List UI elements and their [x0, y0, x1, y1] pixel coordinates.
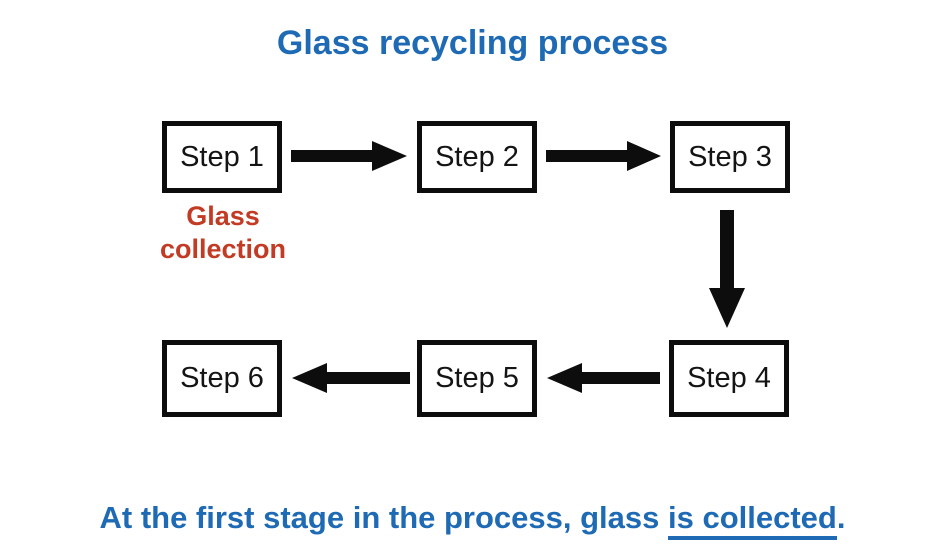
arrow-step5-to-step6-icon — [292, 363, 410, 393]
arrow-step2-to-step3-icon — [546, 141, 661, 171]
arrow-step3-to-step4-icon — [709, 210, 745, 328]
step1-annotation: Glass collection — [159, 201, 287, 264]
arrow-step4-to-step5-icon — [547, 363, 660, 393]
step-box-2: Step 2 — [417, 121, 537, 193]
arrow-step1-to-step2-icon — [291, 141, 407, 171]
step-box-3: Step 3 — [670, 121, 790, 193]
step-label-3: Step 3 — [688, 140, 772, 173]
step-label-5: Step 5 — [435, 362, 519, 394]
step-label-6: Step 6 — [180, 362, 264, 394]
page-title: Glass recycling process — [276, 24, 669, 62]
caption-underlined-phrase: is collected — [668, 500, 837, 540]
step-box-4: Step 4 — [669, 340, 789, 417]
step-box-6: Step 6 — [162, 340, 282, 417]
caption-suffix: . — [836, 500, 846, 535]
caption-sentence: At the first stage in the process, glass… — [0, 500, 945, 540]
step-box-5: Step 5 — [417, 340, 537, 417]
caption-prefix: At the first stage in the process, glass — [99, 500, 668, 535]
step-label-4: Step 4 — [687, 362, 771, 394]
step-box-1: Step 1 — [162, 121, 282, 193]
step-label-2: Step 2 — [435, 140, 519, 173]
step-label-1: Step 1 — [180, 140, 264, 173]
